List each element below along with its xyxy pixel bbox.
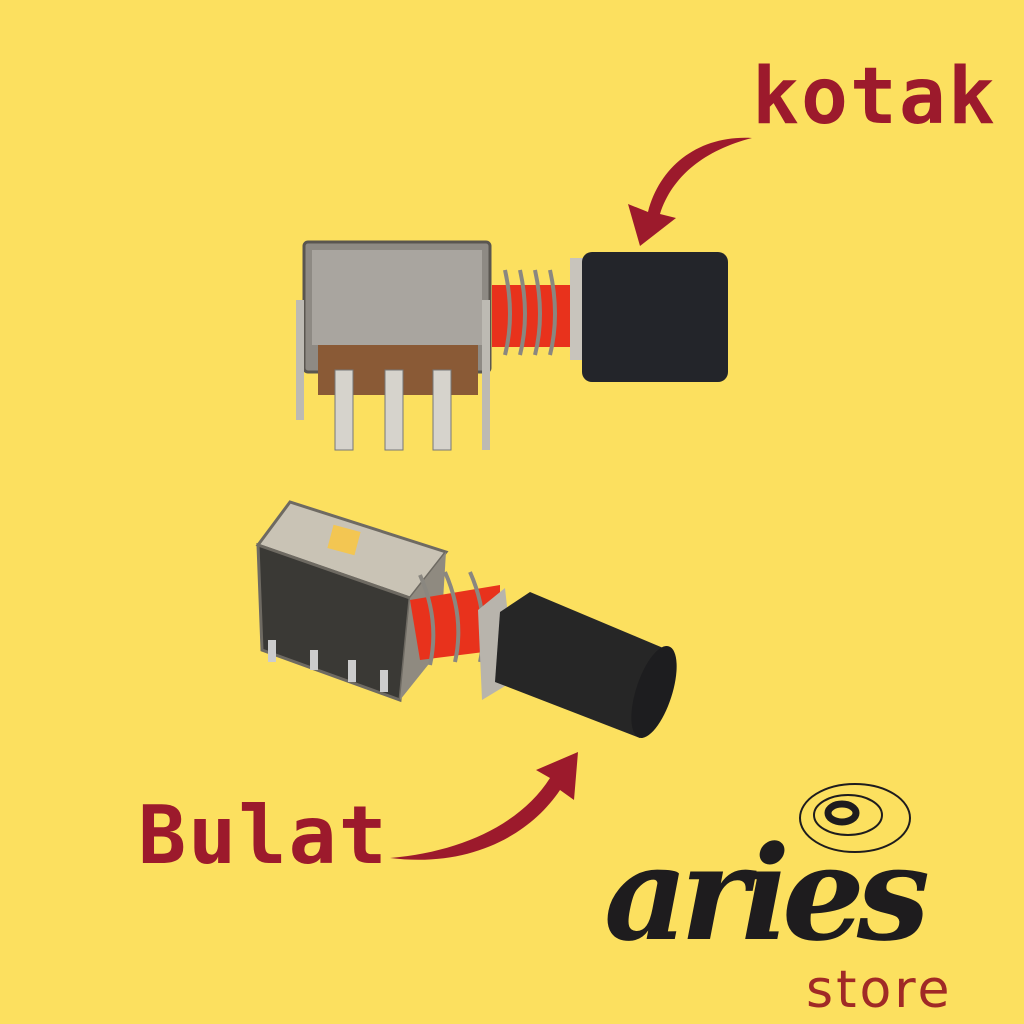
logo-swirl-icon bbox=[799, 783, 911, 853]
round-cap-label: Bulat bbox=[138, 789, 389, 882]
logo-store-text: store bbox=[806, 960, 953, 1020]
logo-brand-text: aries bbox=[604, 817, 930, 970]
arrow-to-round-cap bbox=[390, 752, 578, 860]
arrow-to-square-cap bbox=[628, 137, 752, 246]
square-cap-label: kotak bbox=[752, 52, 997, 142]
square-push-switch bbox=[296, 240, 728, 451]
round-push-switch bbox=[255, 500, 677, 738]
